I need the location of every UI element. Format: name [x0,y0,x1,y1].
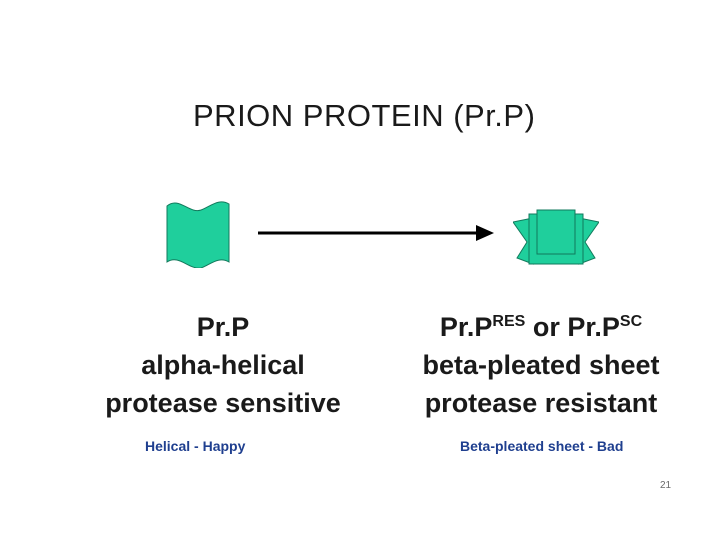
prp-variants-line: Pr.PRES or Pr.PSC [396,308,686,346]
protease-sensitive-label: protease sensitive [88,384,358,422]
prp-res-name: Pr.P [440,312,493,342]
res-superscript: RES [492,313,525,330]
page-number: 21 [660,480,671,491]
beta-sheet-shape-icon [513,208,599,268]
prp-sc-name: Pr.P [567,312,620,342]
beta-pleated-sheet-label: beta-pleated sheet [396,346,686,384]
helical-caption: Helical - Happy [145,438,245,454]
left-description: Pr.P alpha-helical protease sensitive [88,308,358,422]
sc-superscript: SC [620,313,642,330]
alpha-helical-label: alpha-helical [88,346,358,384]
right-description: Pr.PRES or Pr.PSC beta-pleated sheet pro… [396,308,686,422]
alpha-helix-shape-icon [165,200,231,268]
or-text: or [533,312,560,342]
protease-resistant-label: protease resistant [396,384,686,422]
transition-arrow-icon [256,222,496,244]
slide-title: PRION PROTEIN (Pr.P) [193,98,535,134]
prp-name: Pr.P [88,308,358,346]
beta-caption: Beta-pleated sheet - Bad [460,438,623,454]
